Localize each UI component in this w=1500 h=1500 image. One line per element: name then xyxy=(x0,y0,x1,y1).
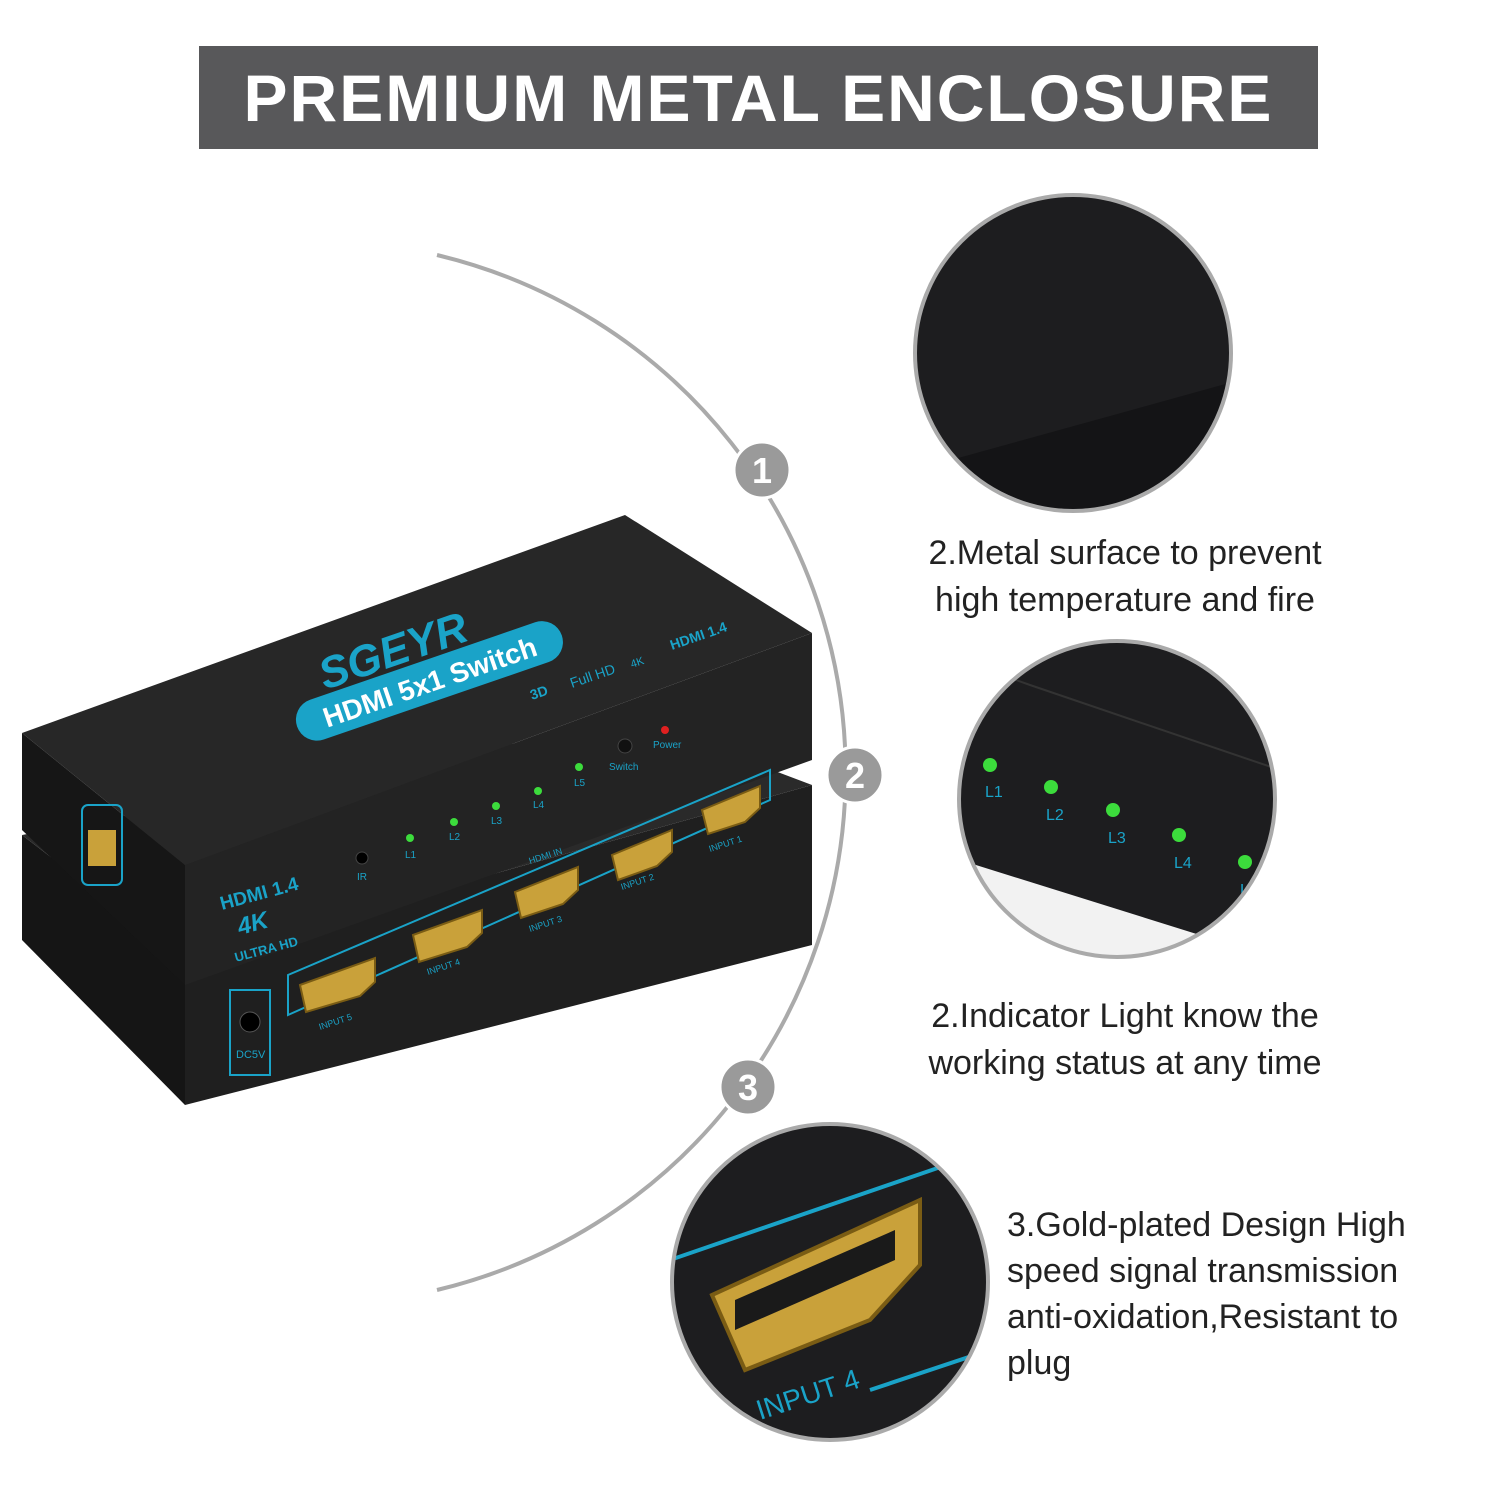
page-title: PREMIUM METAL ENCLOSURE xyxy=(243,60,1274,135)
page-title-banner: PREMIUM METAL ENCLOSURE xyxy=(199,46,1318,149)
device-label: L1 xyxy=(405,850,417,861)
device-label: 4K xyxy=(629,655,646,671)
detail-led-label: L1 xyxy=(985,784,1003,801)
power-led xyxy=(661,726,669,734)
detail-indicator-lights: L1 L2 L3 L4 L5 xyxy=(957,639,1277,959)
switch-button[interactable] xyxy=(617,738,633,754)
device-label: Power xyxy=(653,740,682,751)
device-label: L2 xyxy=(449,832,461,843)
detail-metal-surface xyxy=(913,193,1233,513)
led-l3 xyxy=(492,802,500,810)
feature-caption-metal-surface: 2.Metal surface to prevent high temperat… xyxy=(928,534,1322,619)
device-label: 3 xyxy=(738,1067,758,1108)
led-l2 xyxy=(450,818,458,826)
power-jack-label: DC5V xyxy=(236,1049,266,1061)
hdmi-switch-device: SGEYR HDMI 5x1 Switch 3D Full HD 4K HDMI… xyxy=(22,515,812,1105)
detail-led-label: L2 xyxy=(1046,807,1064,824)
step-badge-3: 3 xyxy=(718,1057,778,1117)
hdmi-port-input-1 xyxy=(700,784,761,836)
device-label: L5 xyxy=(574,778,586,789)
device-label: 2 xyxy=(845,755,865,796)
led-l5 xyxy=(575,763,583,771)
feature-caption-gold-plated: 3.Gold-plated Design High speed signal t… xyxy=(1007,1206,1406,1382)
detail-led-label: L4 xyxy=(1174,855,1192,872)
device-label: 1 xyxy=(752,450,772,491)
power-jack-frame xyxy=(229,989,271,1076)
detail-led-label: L3 xyxy=(1108,830,1126,847)
output-port xyxy=(88,830,116,866)
device-label: Switch xyxy=(609,762,638,773)
power-jack xyxy=(239,1011,261,1033)
device-label: 3D xyxy=(528,682,550,703)
hdmi-port-input-3 xyxy=(513,865,579,920)
device-label: L3 xyxy=(491,816,503,827)
ir-label: IR xyxy=(357,872,367,883)
detail-gold-port: INPUT 4 xyxy=(670,1122,990,1442)
step-badge-2: 2 xyxy=(825,745,885,805)
hdmi-port-input-5 xyxy=(298,956,376,1014)
hdmi-port-input-4 xyxy=(411,908,483,964)
led-l4 xyxy=(534,787,542,795)
led-l1 xyxy=(406,834,414,842)
hdmi-port-input-2 xyxy=(610,828,673,882)
step-badge-1: 1 xyxy=(732,440,792,500)
feature-caption-indicator-light: 2.Indicator Light know the working statu… xyxy=(928,997,1322,1082)
device-label: L4 xyxy=(533,800,545,811)
